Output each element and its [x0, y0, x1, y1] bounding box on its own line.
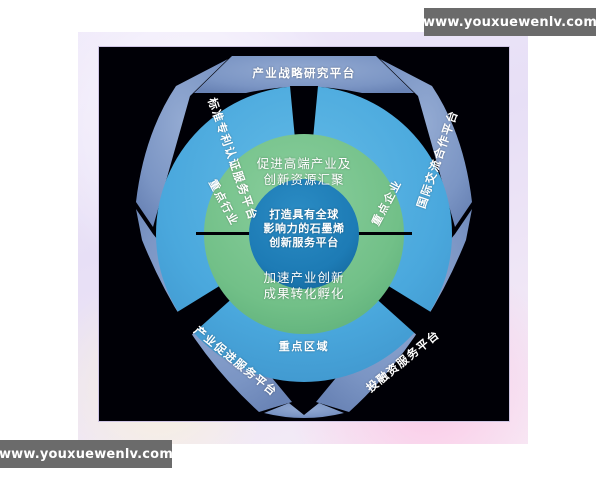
outer-segment-bottom-notch [264, 403, 344, 418]
outer-segment-upper-right[interactable] [380, 59, 472, 227]
watermark-top: www.youxuewenlv.com [423, 8, 597, 36]
core-circle[interactable] [249, 179, 359, 289]
watermark-bottom: www.youxuewenlv.com [0, 440, 173, 468]
outer-segment-upper-left[interactable] [136, 59, 228, 227]
diagram-svg [136, 56, 472, 418]
diagram-panel: 产业战略研究平台 标准专利认证服务平台 国际交流合作平台 产业促进服务平台 投融… [98, 46, 510, 422]
outer-segment-top[interactable] [194, 56, 414, 93]
concentric-ring-diagram: 产业战略研究平台 标准专利认证服务平台 国际交流合作平台 产业促进服务平台 投融… [114, 47, 494, 421]
